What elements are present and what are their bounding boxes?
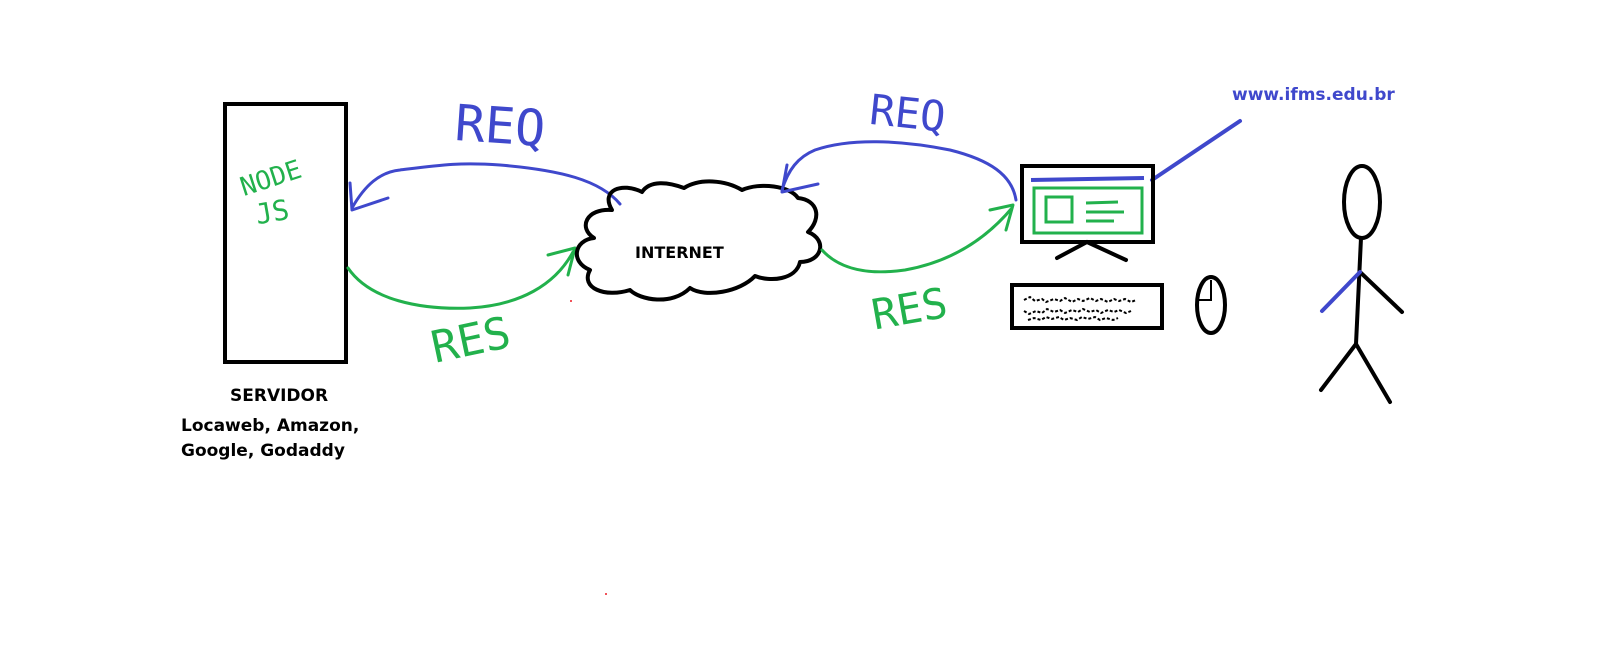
response-arrowhead-left (546, 246, 577, 277)
server-box-icon (223, 102, 348, 364)
stray-dot-1 (570, 300, 572, 302)
stick-figure-icon (1319, 164, 1404, 404)
keyboard-icon (1010, 283, 1164, 330)
browser-address-bar (1030, 176, 1145, 182)
response-arrow-right (820, 206, 1014, 274)
server-hosts-line1: Locaweb, Amazon, (181, 416, 359, 436)
cloud-icon (574, 179, 823, 302)
request-arrow-right (780, 140, 1018, 202)
url-label: www.ifms.edu.br (1232, 85, 1395, 105)
url-pointer-line (1150, 119, 1242, 182)
server-hosts-line2: Google, Godaddy (181, 441, 345, 461)
monitor-stand-right (1085, 240, 1128, 262)
person-arm-right (1358, 270, 1404, 314)
person-leg-right (1354, 342, 1392, 404)
monitor-icon (1020, 164, 1155, 262)
mouse-icon (1195, 275, 1227, 335)
internet-label: INTERNET (635, 243, 724, 262)
nodejs-label-line2: JS (253, 193, 292, 231)
response-arrow-left (346, 250, 575, 310)
keyboard-keys (1023, 295, 1137, 322)
stray-dot-2 (605, 593, 607, 595)
person-leg-left (1319, 342, 1358, 392)
mouse-button-divider (1198, 280, 1212, 301)
person-head (1342, 164, 1382, 240)
mouse-body (1195, 275, 1227, 335)
server-title: SERVIDOR (230, 386, 328, 406)
nodejs-label: NODE JS (237, 155, 306, 231)
person-body (1354, 236, 1363, 346)
request-arrow-left (350, 162, 622, 210)
person-arm-left (1320, 270, 1362, 313)
request-arrowhead-right (780, 163, 820, 194)
response-arrowhead-right (988, 203, 1015, 232)
request-arrowhead-left (348, 181, 390, 212)
browser-page-image (1044, 195, 1074, 224)
res-label-right: RES (868, 278, 951, 339)
req-label-right: REQ (867, 85, 948, 142)
browser-page-area (1032, 186, 1144, 235)
keyboard-frame (1010, 283, 1164, 330)
res-label-left: RES (427, 307, 515, 373)
monitor-stand-left (1055, 240, 1089, 260)
browser-page-text-line-1 (1085, 200, 1119, 205)
req-label-left: REQ (453, 94, 547, 158)
